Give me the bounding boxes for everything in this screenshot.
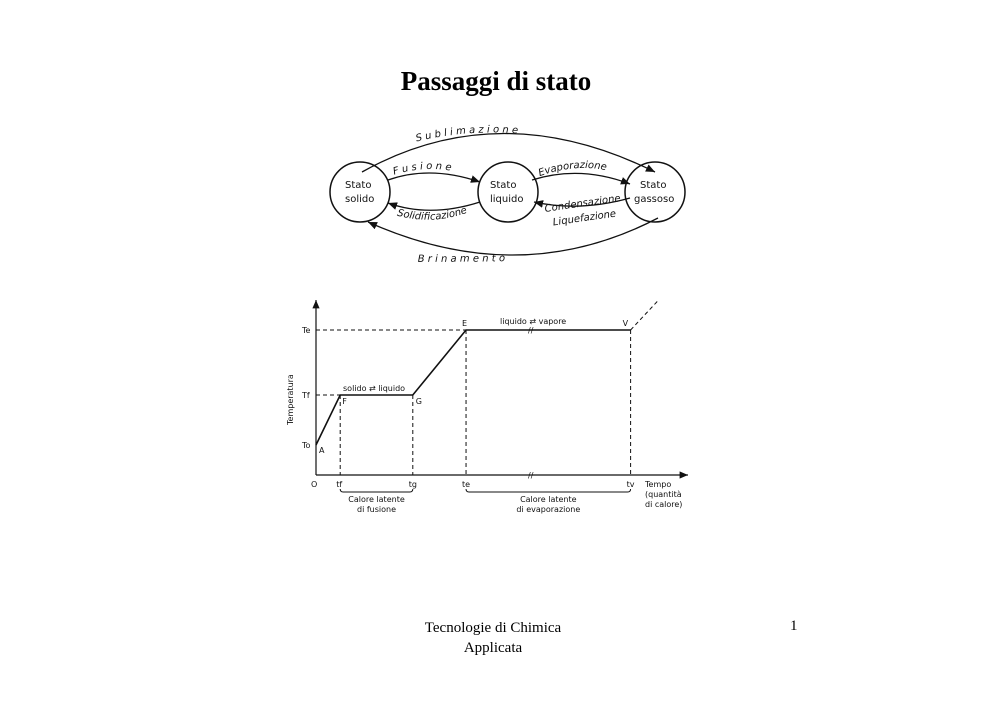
x-tick-label: tv bbox=[627, 480, 635, 489]
page-number: 1 bbox=[790, 618, 798, 634]
latent-evap-label: di evaporazione bbox=[516, 505, 580, 514]
x-tick-label: te bbox=[462, 480, 470, 489]
page-title: Passaggi di stato bbox=[400, 66, 592, 96]
x-axis-label: (quantità bbox=[645, 490, 682, 499]
point-label-A: A bbox=[319, 446, 325, 455]
state-liquid-line2: liquido bbox=[490, 194, 524, 205]
state-solid-line1: Stato bbox=[345, 180, 371, 191]
state-gas-line1: Stato bbox=[640, 180, 666, 191]
y-axis-label: Temperatura bbox=[286, 374, 295, 426]
y-tick-label: Te bbox=[301, 326, 311, 335]
state-liquid-circle bbox=[477, 161, 539, 223]
point-label-E: E bbox=[462, 319, 467, 328]
point-label-F: F bbox=[342, 397, 347, 406]
condensazione-arrow bbox=[533, 197, 631, 208]
y-tick-label: Tf bbox=[301, 391, 310, 400]
footer-line1: Tecnologie di Chimica bbox=[424, 620, 562, 636]
x-axis-label: di calore) bbox=[645, 500, 682, 509]
evaporazione-arrow bbox=[531, 172, 631, 185]
fusione-arrow bbox=[387, 172, 481, 183]
heating-curve-line bbox=[315, 329, 631, 446]
latent-fusion-label: Calore latente bbox=[348, 495, 405, 504]
x-tick-label: tg bbox=[409, 480, 417, 489]
solidificazione-arrow bbox=[387, 201, 481, 211]
latent-evap-label: Calore latente bbox=[520, 495, 577, 504]
state-solid-line2: solido bbox=[345, 194, 374, 205]
footer-line2: Applicata bbox=[463, 640, 523, 656]
gas-heating-extension bbox=[630, 299, 659, 331]
latent-fusion-label: di fusione bbox=[357, 505, 396, 514]
y-tick-label: To bbox=[301, 441, 311, 450]
state-gas-line2: gassoso bbox=[634, 194, 674, 205]
latent-evap-brace bbox=[465, 488, 632, 493]
footer: Tecnologie di Chimica Applicata bbox=[393, 618, 593, 658]
origin-label: O bbox=[311, 480, 317, 489]
evaporation-plateau-label: liquido ⇄ vapore bbox=[500, 317, 566, 326]
axis-break-mark: // bbox=[528, 471, 534, 480]
state-liquid-line1: Stato bbox=[490, 180, 516, 191]
x-tick-label: tf bbox=[336, 480, 342, 489]
state-solid-circle bbox=[329, 161, 391, 223]
svg-text:B r i n a m e n t o: B r i n a m e n t o bbox=[418, 253, 505, 265]
fusion-plateau-label: solido ⇄ liquido bbox=[343, 384, 405, 393]
brinamento-arrow bbox=[367, 217, 659, 256]
x-axis-label: Tempo bbox=[644, 480, 671, 489]
sublimazione-arrow bbox=[361, 132, 656, 173]
label-brinamento: B r i n a m e n t o bbox=[418, 253, 505, 265]
latent-fusion-brace bbox=[339, 488, 414, 493]
axis-break-mark: // bbox=[528, 326, 534, 335]
point-label-V: V bbox=[623, 319, 629, 328]
state-gas-circle bbox=[624, 161, 686, 223]
point-label-G: G bbox=[416, 397, 422, 406]
